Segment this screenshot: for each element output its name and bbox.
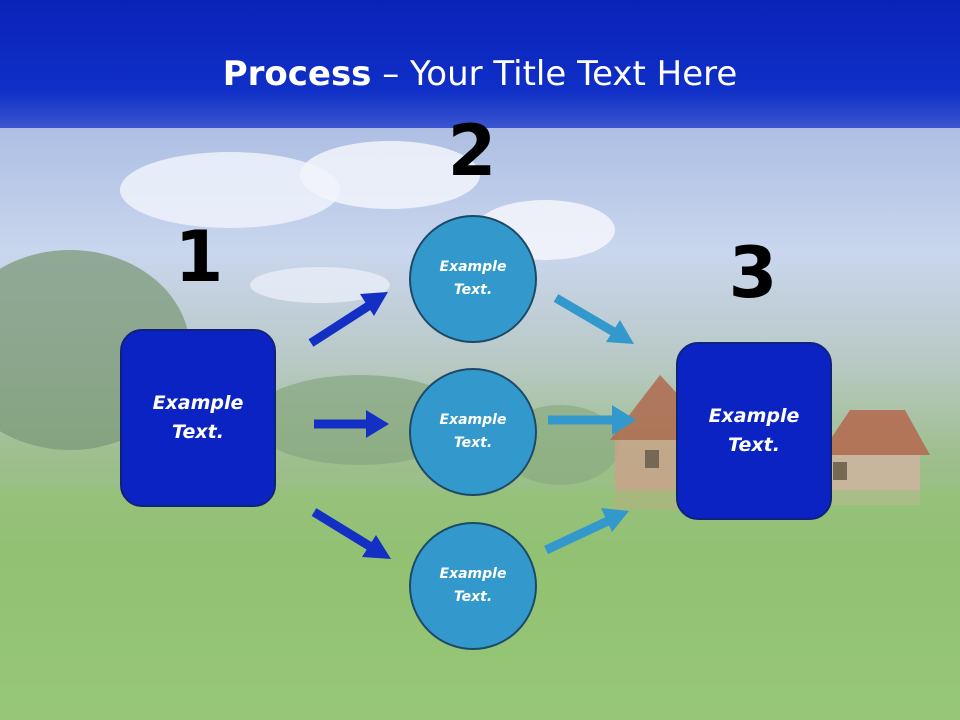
process-box-left: Example Text. <box>120 329 276 507</box>
arrow-bottom-to-right <box>544 508 629 555</box>
slide-title: Process – Your Title Text Here <box>0 52 960 96</box>
box-left-text: Example Text. <box>152 392 244 443</box>
process-box-right: Example Text. <box>676 342 832 520</box>
step-number-3: 3 <box>728 232 778 314</box>
step-number-1: 1 <box>174 216 224 298</box>
box-right-text: Example Text. <box>708 405 800 456</box>
circle-middle-text: Example Text. <box>439 412 507 451</box>
arrow-left-to-top <box>308 292 388 347</box>
cloud <box>300 141 480 209</box>
step-number-2: 2 <box>447 110 497 192</box>
title-bold: Process <box>222 54 372 94</box>
arrow-left-to-bottom <box>311 508 391 559</box>
cloud <box>120 152 340 228</box>
header-band <box>0 0 960 128</box>
process-circle-bottom: Example Text. <box>409 522 537 650</box>
process-circle-middle: Example Text. <box>409 368 537 496</box>
arrow-top-to-right <box>553 294 634 344</box>
process-circle-top: Example Text. <box>409 215 537 343</box>
circle-bottom-text: Example Text. <box>439 566 507 605</box>
circle-top-text: Example Text. <box>439 259 507 298</box>
arrow-middle-to-right <box>548 405 636 435</box>
arrow-left-to-middle <box>314 410 389 438</box>
cloud <box>250 267 390 303</box>
title-rest: – Your Title Text Here <box>371 54 738 94</box>
